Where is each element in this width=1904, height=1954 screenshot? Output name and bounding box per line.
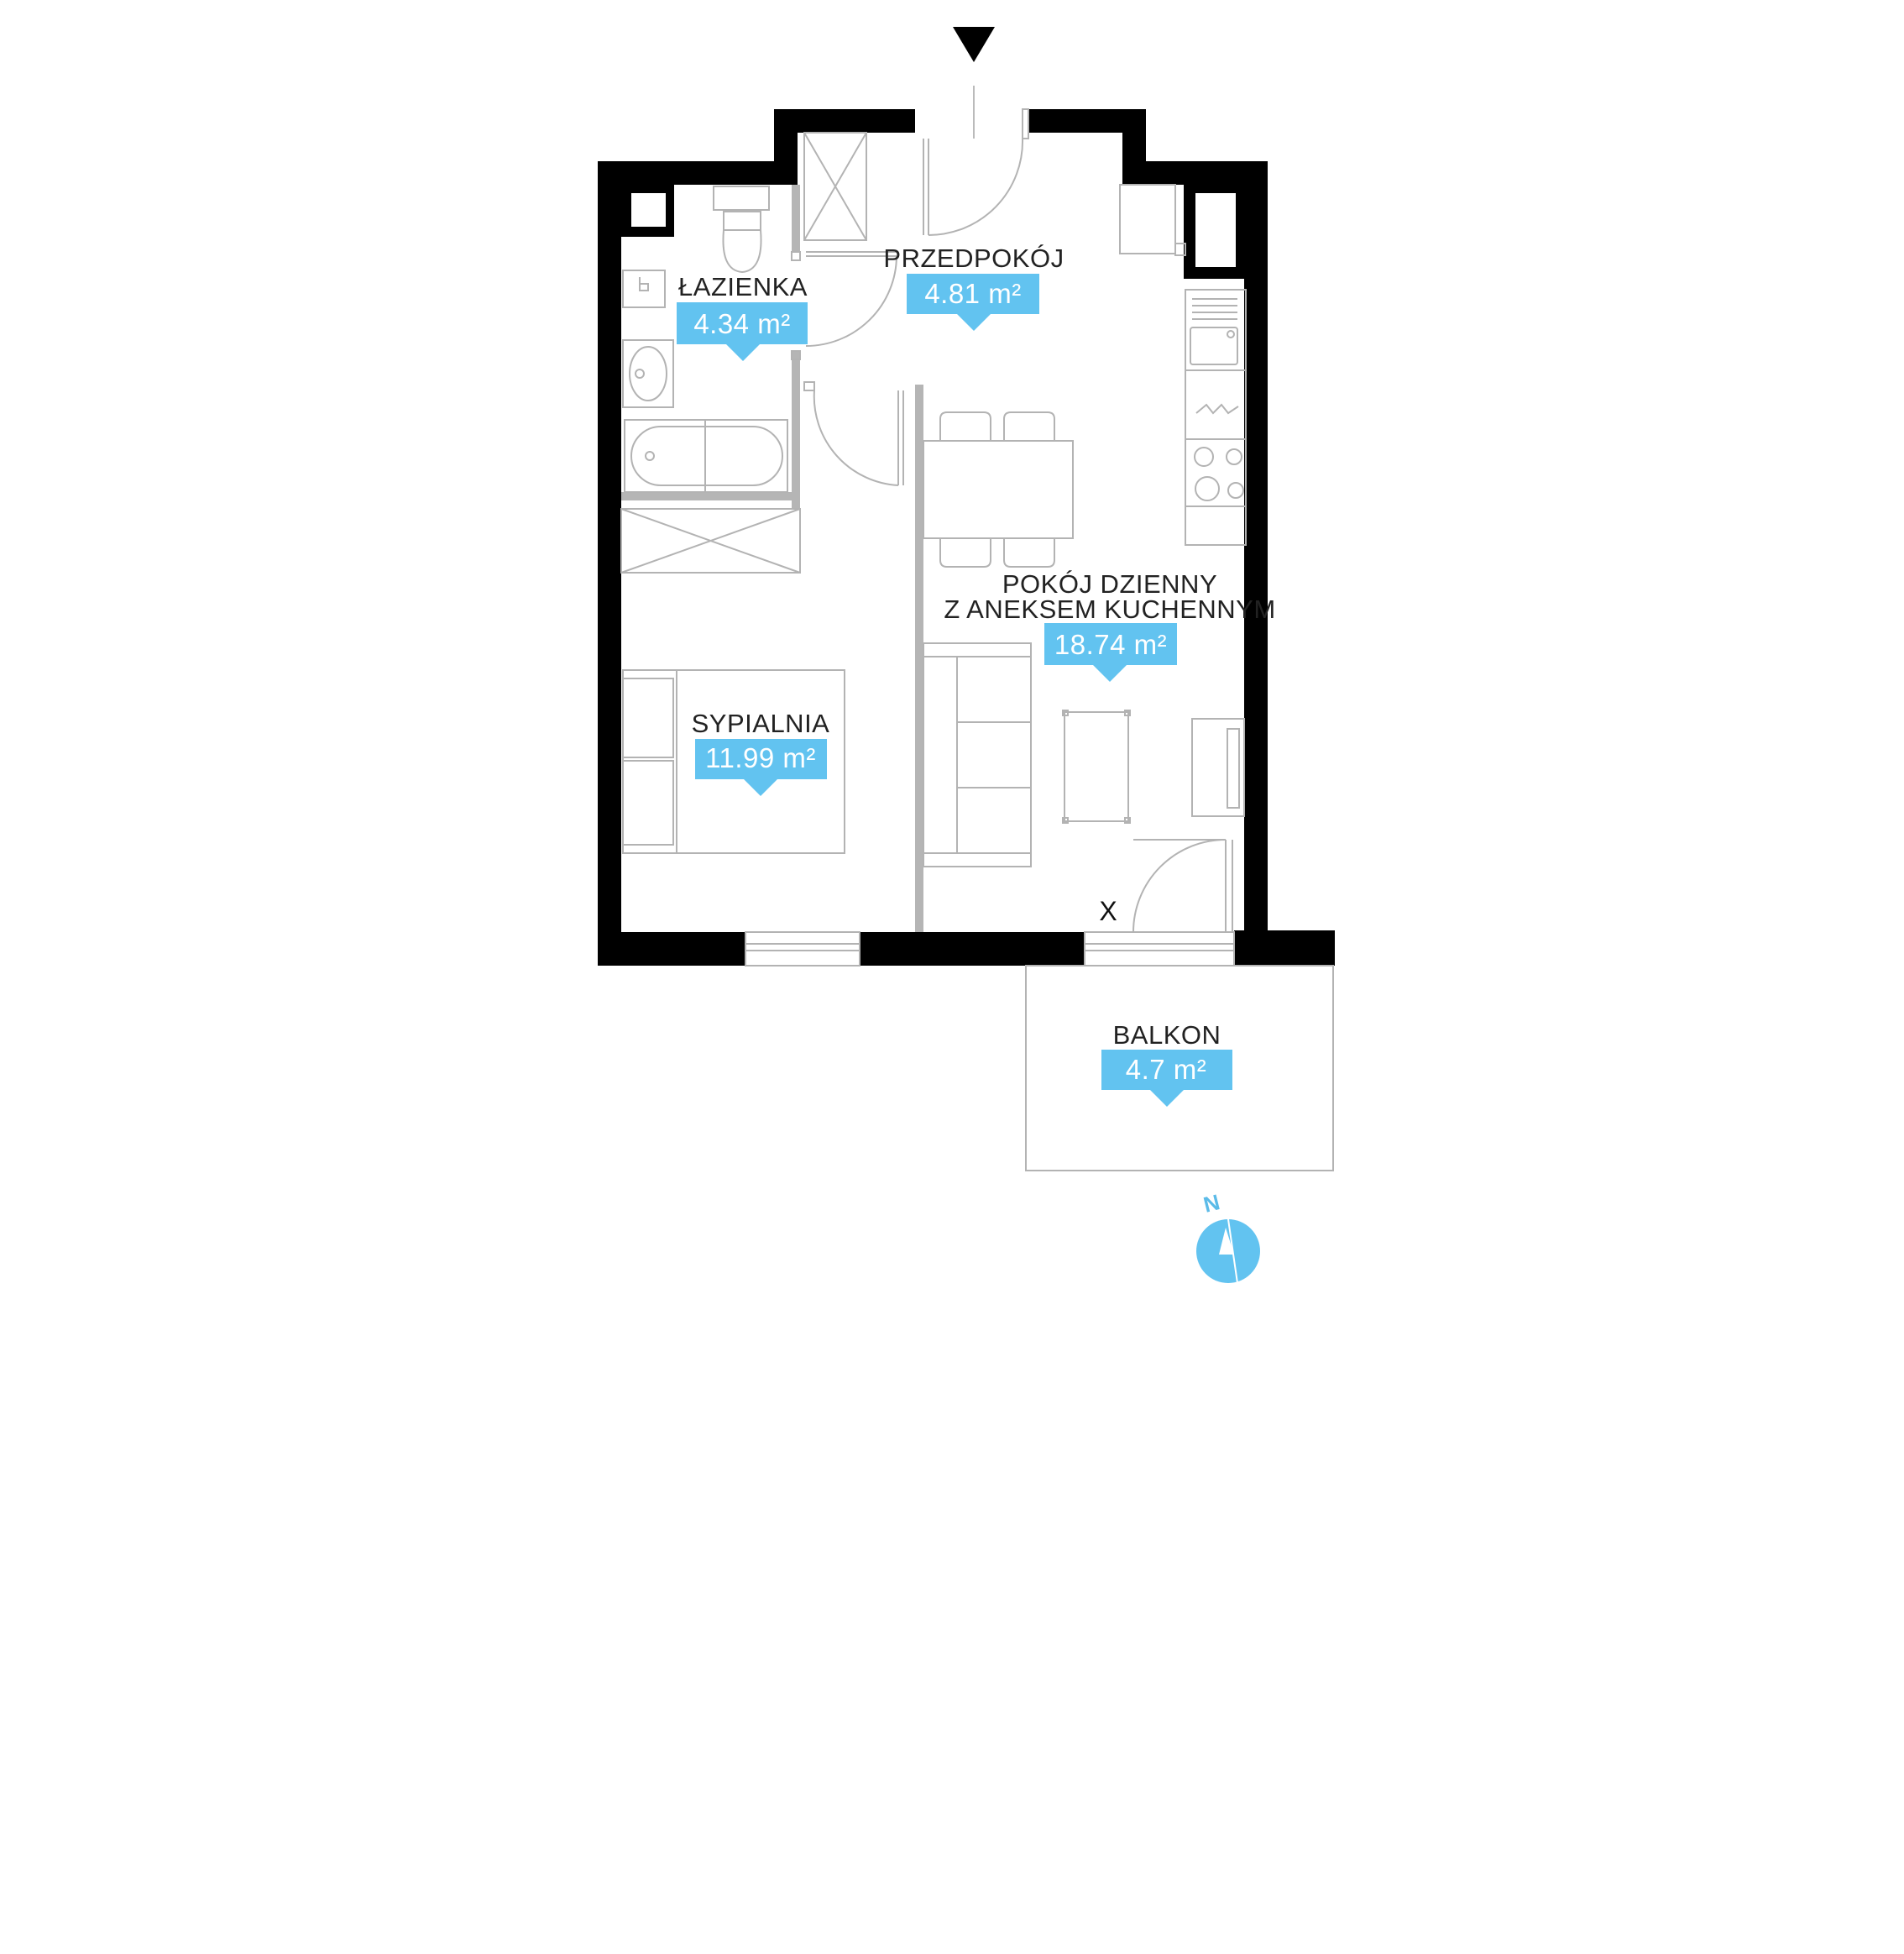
area-value-pokoj-dzienny: 18.74 m² [1054,629,1167,660]
room-name-sypialnia: SYPIALNIA [692,709,830,738]
room-name-przedpokoj: PRZEDPOKÓJ [883,244,1064,273]
balcony-outline [1025,965,1334,1171]
compass-icon: N [1196,1189,1260,1284]
exterior-walls [598,109,1335,966]
area-tag-balkon [1101,1050,1232,1107]
installation-shafts [621,185,1244,279]
area-value-lazienka: 4.34 m² [693,308,790,339]
bathroom-fixtures [622,132,867,493]
coffee-table [1062,710,1131,824]
room-name-pokoj-dzienny-line2: Z ANEKSEM KUCHENNYM [944,595,1275,624]
compass-north-label: N [1201,1189,1222,1218]
bedroom-furniture [620,508,845,854]
room-name-lazienka: ŁAZIENKA [678,272,808,301]
kitchen-unit [1119,184,1247,546]
area-tag-sypialnia [695,739,827,796]
interior-partitions [621,185,923,932]
room-name-pokoj-dzienny-line1: POKÓJ DZIENNY [1002,569,1217,599]
entrance-arrow-icon [953,27,995,62]
area-tag-przedpokoj [907,274,1039,331]
tv-cabinet [1191,718,1245,817]
sofa [923,642,1032,867]
area-tag-pokoj-dzienny [1044,623,1177,682]
area-value-sypialnia: 11.99 m² [705,742,816,773]
area-value-przedpokoj: 4.81 m² [924,278,1021,309]
dining-set [923,411,1074,568]
marker-x: X [1099,896,1117,926]
area-tag-lazienka [677,302,808,361]
doors [805,108,1233,933]
area-value-balkon: 4.7 m² [1126,1054,1207,1085]
room-name-balkon: BALKON [1113,1020,1221,1050]
